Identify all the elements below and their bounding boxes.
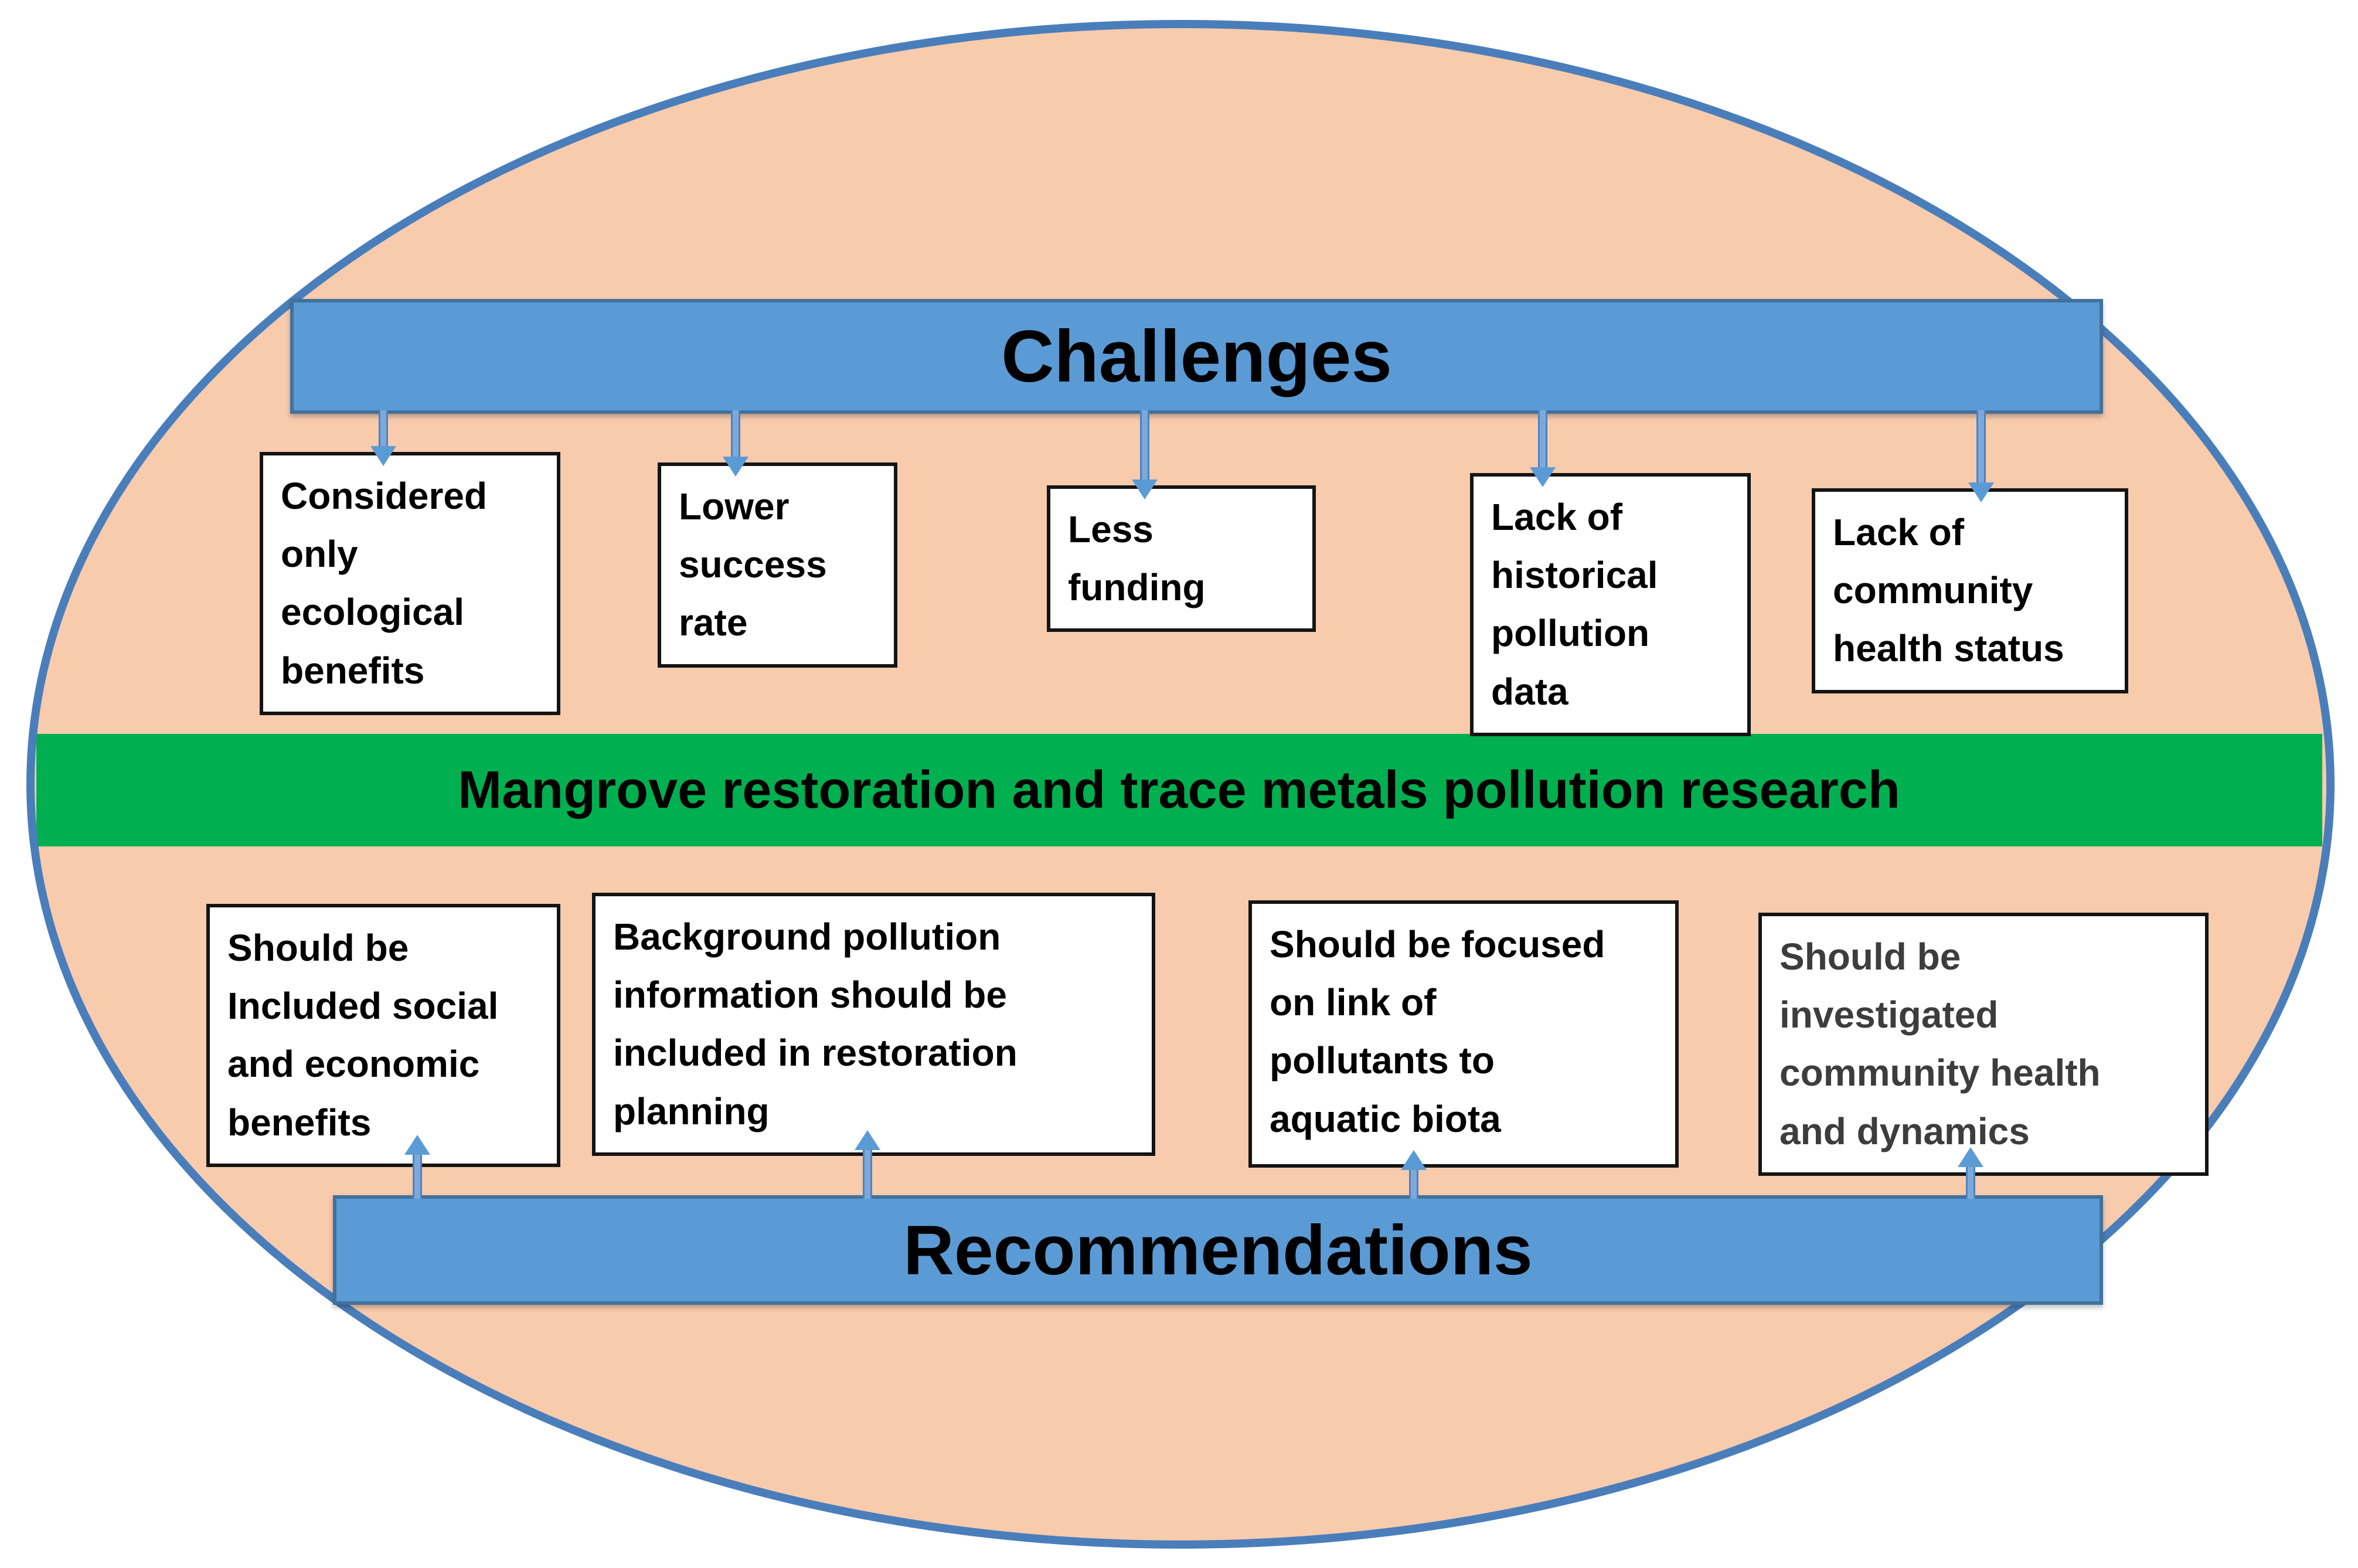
ellipse-border	[26, 20, 2335, 1549]
recommendations-bar: Recommendations	[333, 1195, 2103, 1305]
down-arrow-icon	[1968, 410, 1994, 502]
arrow-head	[1530, 467, 1556, 487]
arrow-shaft	[413, 1155, 422, 1199]
arrow-head	[370, 446, 396, 466]
arrow-head	[1401, 1150, 1427, 1170]
arrow-head	[1968, 482, 1994, 502]
arrow-head	[1958, 1147, 1983, 1167]
arrow-head	[855, 1130, 880, 1150]
arrow-shaft	[1976, 410, 1986, 482]
center-band	[36, 734, 2322, 846]
recommendation-box-community-health-dynamics: Should be investigated community health …	[1758, 913, 2209, 1176]
down-arrow-icon	[1132, 410, 1158, 499]
challenges-title: Challenges	[1001, 315, 1392, 397]
up-arrow-icon	[1401, 1150, 1427, 1199]
arrow-shaft	[731, 410, 740, 457]
arrow-head	[404, 1135, 430, 1155]
arrow-shaft	[1538, 410, 1547, 467]
arrow-shaft	[863, 1150, 872, 1199]
arrow-shaft	[1140, 410, 1149, 479]
center-band-label: Mangrove restoration and trace metals po…	[458, 760, 1900, 819]
arrow-head	[723, 457, 748, 477]
challenges-bar: Challenges	[290, 299, 2103, 414]
recommendation-box-background-pollution: Background pollution information should …	[592, 893, 1155, 1156]
arrow-shaft	[1409, 1170, 1418, 1199]
arrow-shaft	[379, 410, 388, 446]
challenge-box-lower-success-rate: Lower success rate	[658, 462, 897, 668]
up-arrow-icon	[404, 1135, 430, 1199]
recommendation-box-social-economic-benefits: Should be Included social and economic b…	[206, 904, 560, 1167]
arrow-head	[1132, 479, 1158, 499]
challenge-box-historical-pollution-data: Lack of historical pollution data	[1470, 473, 1751, 736]
arrow-shaft	[1966, 1167, 1975, 1199]
challenge-box-community-health-status: Lack of community health status	[1812, 488, 2128, 693]
down-arrow-icon	[370, 410, 396, 466]
challenge-box-ecological-benefits: Considered only ecological benefits	[260, 452, 560, 715]
recommendation-box-pollutants-aquatic-biota: Should be focused on link of pollutants …	[1248, 900, 1679, 1168]
up-arrow-icon	[1958, 1147, 1983, 1199]
down-arrow-icon	[723, 410, 748, 477]
recommendations-title: Recommendations	[903, 1210, 1533, 1290]
up-arrow-icon	[855, 1130, 880, 1199]
challenge-box-less-funding: Less funding	[1047, 485, 1316, 632]
down-arrow-icon	[1530, 410, 1556, 487]
